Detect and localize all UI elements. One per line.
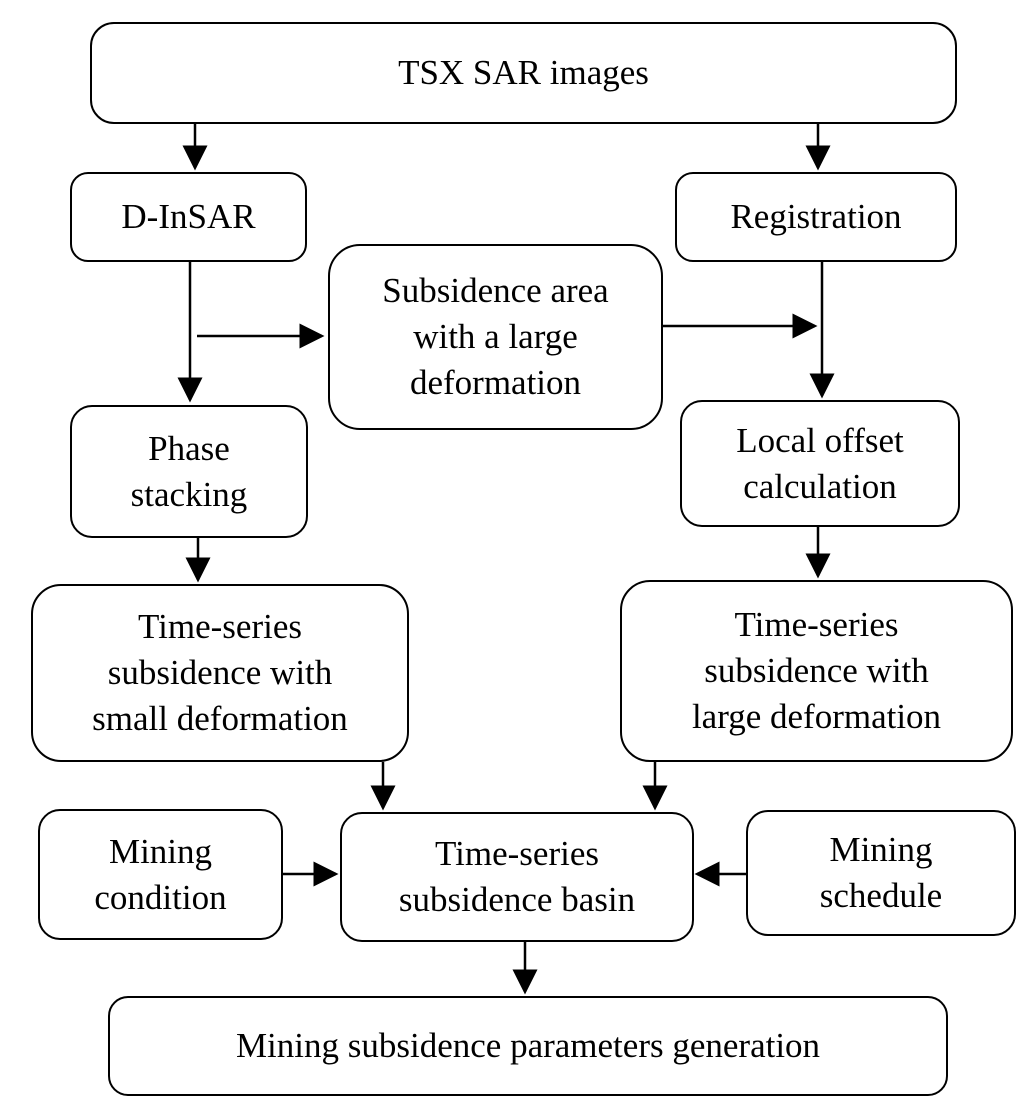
dinsar-box: D-InSAR (70, 172, 307, 262)
ts-subsidence-basin-box: Time-series subsidence basin (340, 812, 694, 942)
tsx-sar-images-box: TSX SAR images (90, 22, 957, 124)
ts-small-deformation-label: Time-series subsidence with small deform… (92, 607, 348, 738)
local-offset-box: Local offset calculation (680, 400, 960, 527)
subsidence-area-box: Subsidence area with a large deformation (328, 244, 663, 430)
mining-schedule-box: Mining schedule (746, 810, 1016, 936)
phase-stacking-label: Phase stacking (130, 428, 248, 514)
phase-stacking-box: Phase stacking (70, 405, 308, 538)
mining-schedule-label: Mining schedule (819, 830, 943, 915)
registration-label: Registration (730, 197, 902, 236)
subsidence-area-label: Subsidence area with a large deformation (382, 271, 609, 402)
mining-condition-box: Mining condition (38, 809, 283, 940)
local-offset-label: Local offset calculation (736, 420, 904, 506)
tsx-sar-images-label: TSX SAR images (398, 53, 649, 92)
ts-large-deformation-box: Time-series subsidence with large deform… (620, 580, 1013, 762)
ts-subsidence-basin-label: Time-series subsidence basin (398, 834, 636, 919)
mining-subsidence-parameters-label: Mining subsidence parameters generation (235, 1026, 821, 1065)
registration-box: Registration (675, 172, 957, 262)
mining-subsidence-parameters-box: Mining subsidence parameters generation (108, 996, 948, 1096)
ts-small-deformation-box: Time-series subsidence with small deform… (31, 584, 409, 762)
mining-condition-label: Mining condition (94, 831, 227, 917)
ts-large-deformation-label: Time-series subsidence with large deform… (691, 605, 942, 736)
dinsar-label: D-InSAR (121, 197, 256, 236)
